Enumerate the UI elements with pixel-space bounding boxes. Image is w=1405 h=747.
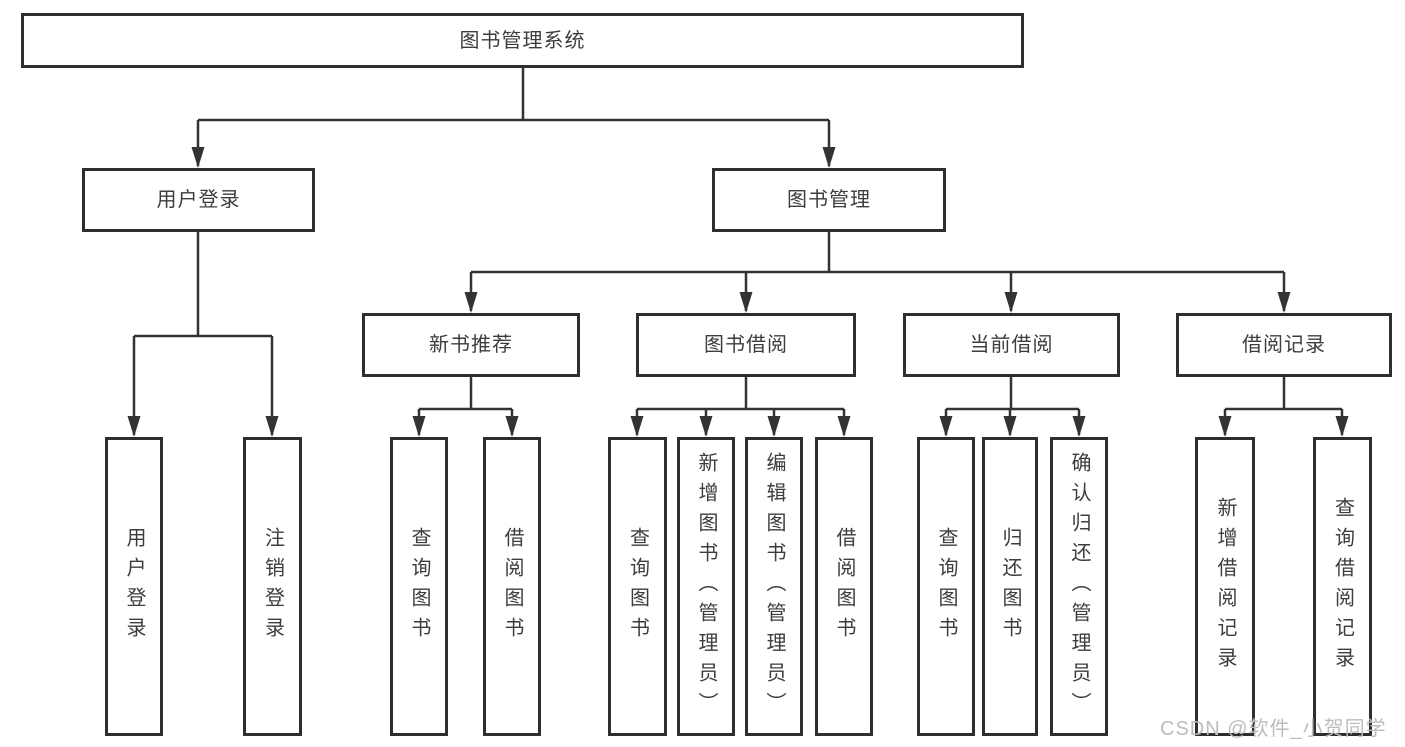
arrowhead-down-icon	[1335, 416, 1349, 437]
arrowhead-down-icon	[1004, 292, 1018, 313]
arrowhead-down-icon	[767, 416, 781, 437]
leaf-add-borrow-record: 新增借阅记录	[1195, 437, 1255, 736]
leaf-current-query-books: 查询图书	[917, 437, 975, 736]
leaf-recommend-borrow-books: 借阅图书	[483, 437, 541, 736]
leaf-return-books: 归还图书	[982, 437, 1038, 736]
leaf-edit-books-admin-label: 编辑图书（管理员）	[763, 451, 785, 722]
leaf-query-borrow-record: 查询借阅记录	[1313, 437, 1372, 736]
node-new-book-recommend: 新书推荐	[362, 313, 580, 377]
arrowhead-down-icon	[1277, 292, 1291, 313]
node-user-login-label: 用户登录	[156, 189, 241, 211]
leaf-current-query-books-label: 查询图书	[935, 526, 957, 647]
leaf-user-login-label: 用户登录	[123, 526, 145, 647]
leaf-logout-label: 注销登录	[261, 526, 284, 647]
leaf-recommend-query-books-label: 查询图书	[408, 526, 430, 647]
arrowhead-down-icon	[837, 416, 851, 437]
arrowhead-down-icon	[191, 147, 205, 168]
leaf-borrowing-borrow-books-label: 借阅图书	[833, 526, 855, 647]
leaf-confirm-return-admin-label: 确认归还（管理员）	[1068, 451, 1090, 722]
leaf-logout: 注销登录	[243, 437, 302, 736]
node-book-management-label: 图书管理	[787, 189, 871, 211]
arrowhead-down-icon	[412, 416, 426, 437]
arrowhead-down-icon	[265, 416, 279, 437]
node-book-borrowing: 图书借阅	[636, 313, 856, 377]
arrowhead-down-icon	[822, 147, 836, 168]
arrowhead-down-icon	[127, 416, 141, 437]
leaf-query-borrow-record-label: 查询借阅记录	[1331, 496, 1354, 677]
leaf-add-books-admin-label: 新增图书（管理员）	[695, 451, 717, 722]
arrowhead-down-icon	[1072, 416, 1086, 437]
arrowhead-down-icon	[505, 416, 519, 437]
node-book-management: 图书管理	[712, 168, 946, 232]
leaf-return-books-label: 归还图书	[999, 526, 1021, 647]
arrowhead-down-icon	[630, 416, 644, 437]
leaf-recommend-borrow-books-label: 借阅图书	[501, 526, 523, 647]
node-root-system: 图书管理系统	[21, 13, 1024, 68]
node-new-book-recommend-label: 新书推荐	[429, 334, 513, 356]
node-book-borrowing-label: 图书借阅	[704, 334, 788, 356]
leaf-borrowing-borrow-books: 借阅图书	[815, 437, 873, 736]
arrowhead-down-icon	[699, 416, 713, 437]
node-root-system-label: 图书管理系统	[459, 29, 586, 52]
leaf-add-books-admin: 新增图书（管理员）	[677, 437, 735, 736]
leaf-user-login: 用户登录	[105, 437, 163, 736]
leaf-borrowing-query-books-label: 查询图书	[626, 526, 649, 647]
arrowhead-down-icon	[464, 292, 478, 313]
arrowhead-down-icon	[1218, 416, 1232, 437]
arrowhead-down-icon	[939, 416, 953, 437]
node-current-borrowing: 当前借阅	[903, 313, 1120, 377]
arrowhead-down-icon	[1003, 416, 1017, 437]
leaf-borrowing-query-books: 查询图书	[608, 437, 667, 736]
csdn-watermark: CSDN @软件_小贺同学	[1160, 718, 1387, 740]
leaf-recommend-query-books: 查询图书	[390, 437, 448, 736]
leaf-add-borrow-record-label: 新增借阅记录	[1214, 496, 1236, 677]
node-borrowing-records: 借阅记录	[1176, 313, 1392, 377]
node-user-login: 用户登录	[82, 168, 315, 232]
leaf-confirm-return-admin: 确认归还（管理员）	[1050, 437, 1108, 736]
node-current-borrowing-label: 当前借阅	[969, 334, 1054, 356]
leaf-edit-books-admin: 编辑图书（管理员）	[745, 437, 803, 736]
arrowhead-down-icon	[739, 292, 753, 313]
node-borrowing-records-label: 借阅记录	[1242, 334, 1326, 356]
